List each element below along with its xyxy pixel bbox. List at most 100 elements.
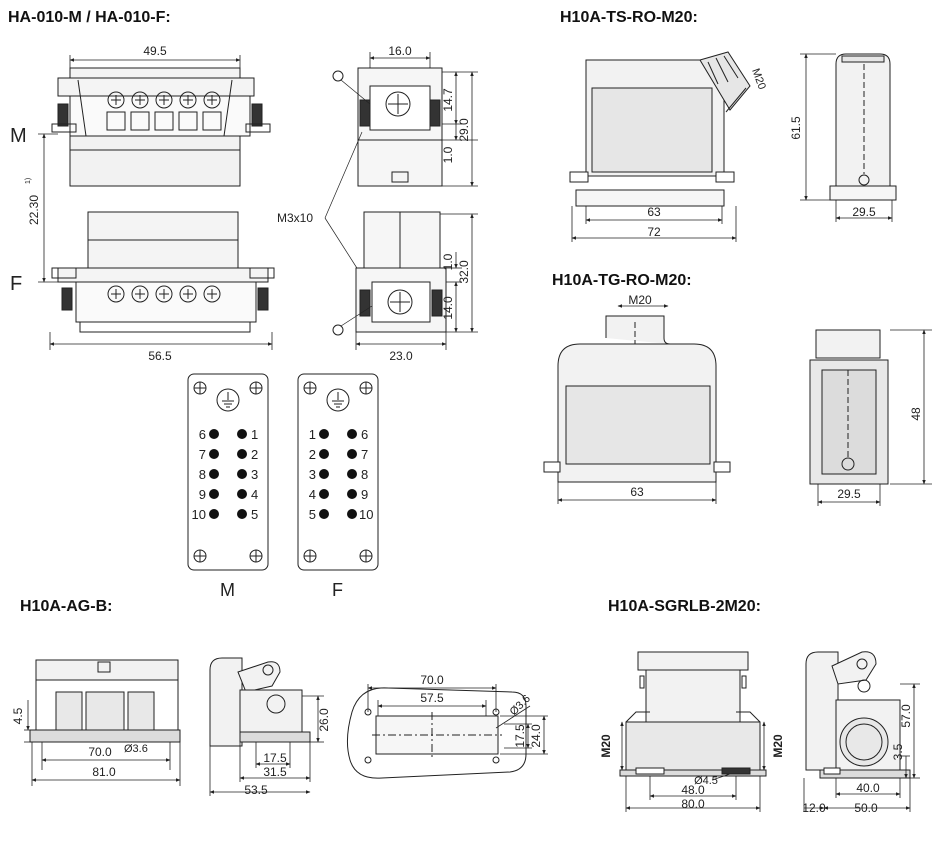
pin-label: 10: [192, 507, 206, 522]
pin-label: 10: [359, 507, 373, 522]
pin-label: 5: [251, 507, 258, 522]
dim-16-0-text: 16.0: [388, 44, 412, 58]
ts-29-5-text: 29.5: [852, 205, 876, 219]
title-ha-010: HA-010-M / HA-010-F:: [8, 9, 171, 26]
pin-label: 3: [309, 467, 316, 482]
pinout-m-insert: [187, 373, 269, 571]
pin-label: 7: [361, 447, 368, 462]
tg-front-view: [543, 315, 731, 483]
ag-side-view: [209, 657, 311, 747]
ag-81-0-text: 81.0: [92, 765, 116, 779]
dim-1-0-bot-text: 1.0: [441, 253, 455, 270]
dim-56-5-text: 56.5: [148, 349, 172, 363]
pinout-f-insert: [297, 373, 379, 571]
ag-top-57-5-text: 57.5: [420, 691, 444, 705]
ts-m20-text: M20: [749, 67, 768, 91]
ag-top-24-0-text: 24.0: [529, 724, 543, 748]
label-f-side: F: [10, 273, 23, 295]
dim-22-30-text: 22.30: [27, 195, 41, 225]
pin-label: 6: [361, 427, 368, 442]
sg-40-0-text: 40.0: [856, 781, 880, 795]
dim-ts-63-72: [571, 206, 737, 242]
label-m-bottom: M: [220, 580, 235, 600]
f-screws: [107, 285, 221, 303]
ground-icon-bottom: [332, 324, 344, 336]
pinout-f-contacts: [319, 429, 357, 519]
ha-f-front-view: [51, 211, 275, 333]
title-h10a-tg: H10A-TG-RO-M20:: [552, 272, 692, 289]
ag-70-0-text: 70.0: [88, 745, 112, 759]
ag-top-70-text: 70.0: [420, 673, 444, 687]
dim-14-0-text: 14.0: [441, 296, 455, 320]
sg-3-5-text: 3.5: [891, 743, 905, 760]
ag-26-0-text: 26.0: [317, 708, 331, 732]
pin-label: 4: [251, 487, 258, 502]
ag-top-17-5-text: 17.5: [513, 724, 527, 748]
tg-m20-text: M20: [628, 293, 652, 307]
pin-label: 1: [309, 427, 316, 442]
pin-label: 5: [309, 507, 316, 522]
pin-label: 7: [199, 447, 206, 462]
ag-4-5-text: 4.5: [11, 707, 25, 724]
dim-side-verticals-top: [442, 71, 478, 187]
sg-d4-5-text: Ø4.5: [694, 775, 718, 787]
dim-tg-48: [817, 329, 932, 506]
title-h10a-sgrlb: H10A-SGRLB-2M20:: [608, 598, 761, 615]
label-m-side: M: [10, 125, 27, 147]
dim-side-verticals-bottom: [440, 213, 478, 333]
ag-53-5-text: 53.5: [244, 783, 268, 797]
ts-side-view: [829, 53, 897, 201]
dim-22-30: [38, 133, 58, 283]
pin-label: 9: [361, 487, 368, 502]
sg-m20-left-text: M20: [599, 734, 613, 758]
ts-72-text: 72: [647, 225, 661, 239]
dim-16-0: [369, 52, 431, 68]
pin-label: 3: [251, 467, 258, 482]
dim-14-7-text: 14.7: [441, 88, 455, 112]
ha-m-side-view: [357, 67, 443, 187]
ha-f-side-view: [355, 211, 447, 333]
pinout-f-numbers: 1 2 3 4 5 6 7 8 9 10: [309, 427, 374, 522]
screw-label: M3x10: [277, 211, 313, 225]
dim-56-5: [49, 332, 273, 350]
sg-57-0-text: 57.0: [899, 704, 913, 728]
tg-side-view: [809, 329, 889, 485]
sg-front-view: [619, 651, 767, 777]
tg-63-text: 63: [630, 485, 644, 499]
dim-29-0-text: 29.0: [457, 118, 471, 142]
pin-label: 9: [199, 487, 206, 502]
ag-31-5-text: 31.5: [263, 765, 287, 779]
pin-label: 8: [199, 467, 206, 482]
ts-63-text: 63: [647, 205, 661, 219]
pin-label: 8: [361, 467, 368, 482]
ha-m-front-view: [51, 67, 271, 187]
title-h10a-ts: H10A-TS-RO-M20:: [560, 9, 698, 26]
ground-icon-top: [332, 70, 344, 82]
dim-1-0-top-text: 1.0: [441, 146, 455, 163]
pin-label: 2: [309, 447, 316, 462]
pinout-m-contacts: [209, 429, 247, 519]
dim-23-0-text: 23.0: [389, 349, 413, 363]
dim-ag-side: [209, 695, 324, 796]
sg-50-0-text: 50.0: [854, 801, 878, 815]
ag-d3-6-text: Ø3.6: [124, 743, 148, 755]
dim-49-5-text: 49.5: [143, 44, 167, 58]
sg-80-0-text: 80.0: [681, 797, 705, 811]
sg-m20-right-text: M20: [771, 734, 785, 758]
ts-front-view: [569, 51, 751, 207]
sg-48-0-text: 48.0: [681, 783, 705, 797]
dim-sg-front: [620, 721, 766, 812]
m-screws: [106, 91, 222, 131]
ag-front-view: [29, 659, 181, 743]
pin-label: 6: [199, 427, 206, 442]
tg-48-text: 48: [909, 407, 923, 421]
pin-label: 2: [251, 447, 258, 462]
dim-ag-top: [367, 684, 548, 755]
pin-label: 4: [309, 487, 316, 502]
dim-tg-63: [557, 482, 717, 504]
dim-32-0-text: 32.0: [457, 260, 471, 284]
tg-29-5-text: 29.5: [837, 487, 861, 501]
label-f-bottom: F: [332, 580, 343, 600]
dim-22-30-sup: 1): [25, 178, 32, 184]
